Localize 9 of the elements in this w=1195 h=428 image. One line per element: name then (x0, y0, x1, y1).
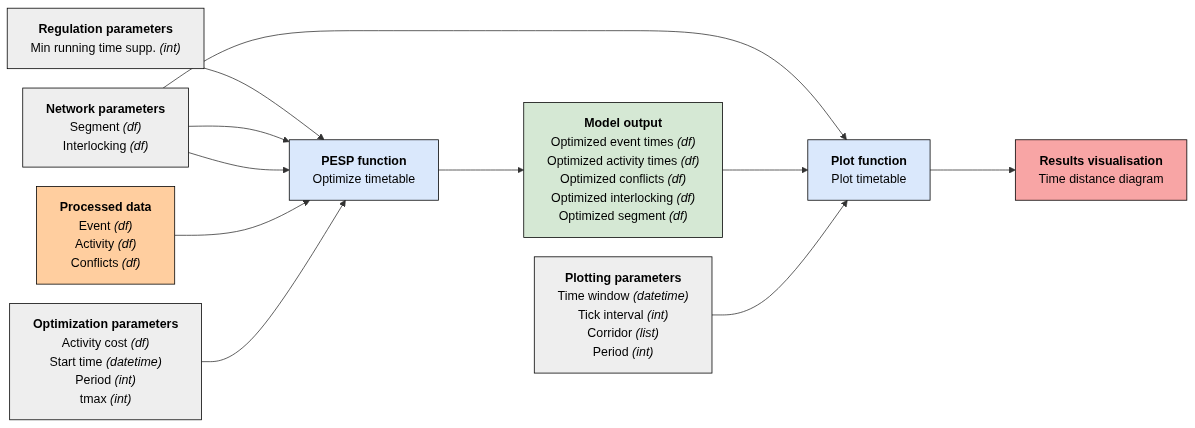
node-box: Processed data Event (df) Activity (df) Conflicts (df) (36, 186, 176, 285)
node-box: PESP function Optimize timetable (289, 139, 440, 201)
node-box: Optimization parameters Activity cost (df) Start time (datetime) Period (int) tmax (int) (9, 303, 203, 421)
node-box: Regulation parameters Min running time supp. (int) (7, 7, 205, 70)
node-box: Results visualisation Time distance diagram (1015, 139, 1188, 201)
node-box: Plotting parameters Time window (datetime) Tick interval (int) Corridor (list) Period (int) (534, 256, 713, 374)
node-box: Network parameters Segment (df) Interlocking (df) (22, 87, 190, 168)
node-box: Plot function Plot timetable (807, 139, 931, 201)
node-box: Model output Optimized event times (df) Optimized activity times (df) Optimized conflicts (df) Optimized interlocking (df) Optimized segment (df) (523, 102, 724, 238)
